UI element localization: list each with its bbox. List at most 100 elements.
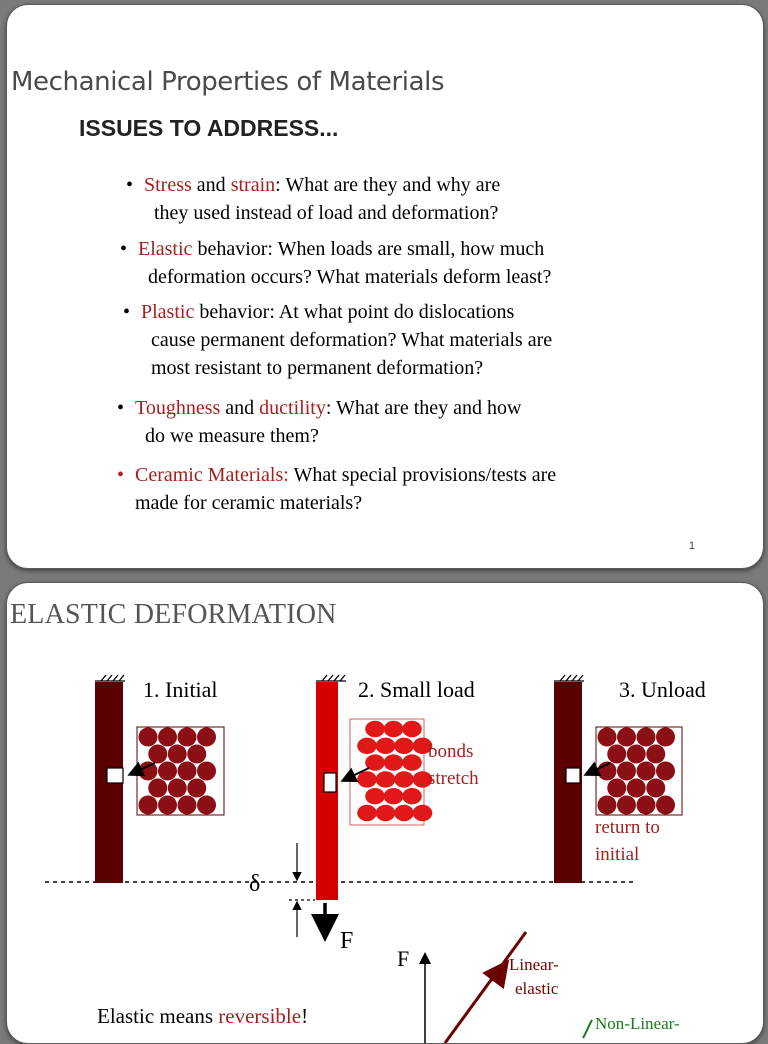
atom xyxy=(138,795,158,815)
atom xyxy=(357,737,377,754)
label-force: F xyxy=(340,928,353,954)
bullet-text-line: deformation occurs? What materials defor… xyxy=(148,266,552,288)
linear-elastic-curve xyxy=(443,931,528,1043)
atom xyxy=(177,761,197,781)
atom xyxy=(148,778,168,798)
stage-label-unload: 3. Unload xyxy=(619,677,706,702)
nonlinear-elastic-curve xyxy=(582,1019,593,1039)
atom xyxy=(383,788,404,805)
atom xyxy=(617,761,636,781)
bullet-text: behavior: When loads are small, how much xyxy=(192,238,545,260)
atom xyxy=(383,720,404,738)
loading-direction-arrow xyxy=(482,959,510,990)
atom xyxy=(357,804,377,822)
zoom-arrow xyxy=(127,761,156,777)
statement-text: Elastic means xyxy=(97,1004,218,1028)
atom xyxy=(402,754,422,771)
atom xyxy=(597,727,617,747)
stage-label-small-load: 2. Small load xyxy=(358,677,475,702)
atom xyxy=(597,795,617,815)
zoom-arrow xyxy=(583,761,611,777)
atom xyxy=(365,754,385,771)
slide-title: ELASTIC DEFORMATION xyxy=(10,599,337,630)
term-stress: Stress xyxy=(144,174,192,196)
statement-elastic-reversible: Elastic means reversible! xyxy=(97,1004,308,1028)
atom xyxy=(607,778,627,798)
atom xyxy=(617,727,636,747)
page-number: 1 xyxy=(688,540,695,552)
bullet-plastic: • Plastic behavior: At what point do disl… xyxy=(123,298,553,382)
atom xyxy=(656,761,675,781)
label-bonds: bonds xyxy=(428,741,473,762)
term-elastic: Elastic xyxy=(138,238,193,260)
bullet-text-line: cause permanent deformation? What materi… xyxy=(151,329,553,351)
atom-lattice-stretched xyxy=(357,720,433,822)
atom xyxy=(375,804,396,822)
atom xyxy=(394,737,414,754)
bullet-text: behavior: At what point do dislocations xyxy=(194,301,515,323)
stage-small-load: 2. Small load bonds stretch δ F xyxy=(249,674,479,954)
bullet-text-line: they used instead of load and deformatio… xyxy=(154,202,499,224)
sample-element-stretched xyxy=(323,772,337,793)
atom xyxy=(383,754,404,771)
bullet-text-line: made for ceramic materials? xyxy=(135,492,363,514)
bullet-text: : What are they and why are xyxy=(275,174,501,196)
atom xyxy=(357,771,377,788)
label-delta: δ xyxy=(249,871,260,897)
atom xyxy=(402,720,422,738)
atom xyxy=(636,727,656,747)
sample-element xyxy=(565,767,581,784)
slide-subtitle: ISSUES TO ADDRESS... xyxy=(79,115,339,141)
stage-initial: 1. Initial xyxy=(95,674,225,883)
force-displacement-graph: F Linear- elastic Non-Linear- xyxy=(397,931,680,1043)
stage-unload: 3. Unload return to initial xyxy=(554,674,706,883)
atom xyxy=(402,788,422,805)
atom xyxy=(375,771,396,788)
atom xyxy=(412,771,433,788)
atom xyxy=(167,744,187,764)
atom xyxy=(197,727,216,747)
atom xyxy=(412,804,433,822)
atom xyxy=(365,720,385,738)
atom xyxy=(394,804,414,822)
atom-lattice-unloaded xyxy=(597,727,675,815)
bullet-elastic: •Elastic behavior: When loads are small,… xyxy=(120,235,552,291)
label-elastic: elastic xyxy=(515,979,559,998)
atom-lattice-initial xyxy=(138,727,216,815)
label-return-to: return to xyxy=(595,817,660,838)
bullet-text: : What are they and how xyxy=(325,397,522,419)
atom xyxy=(158,761,177,781)
atom xyxy=(394,771,414,788)
slide-1: Mechanical Properties of Materials ISSUE… xyxy=(6,4,764,569)
bullet-dot: • xyxy=(126,174,134,196)
slide-title: Mechanical Properties of Materials xyxy=(11,67,445,97)
bullet-text-line: do we measure them? xyxy=(145,425,319,447)
atom xyxy=(375,737,396,754)
label-linear: Linear- xyxy=(509,955,559,974)
term-ceramic: Ceramic Materials: xyxy=(135,464,289,486)
atom xyxy=(158,795,177,815)
atom xyxy=(646,744,666,764)
atom xyxy=(617,795,636,815)
label-initial: initial xyxy=(595,844,639,865)
atom xyxy=(365,788,385,805)
atom xyxy=(656,795,675,815)
atom xyxy=(177,795,197,815)
label-stretch: stretch xyxy=(428,768,479,789)
atom xyxy=(412,737,433,754)
bullet-text-line: most resistant to permanent deformation? xyxy=(151,357,484,379)
bullet-dot: • xyxy=(117,397,125,419)
atom xyxy=(158,727,177,747)
term-strain: strain xyxy=(230,174,276,196)
atom xyxy=(148,744,168,764)
term-reversible: reversible xyxy=(218,1004,301,1028)
bullet-dot: • xyxy=(123,301,131,323)
atom xyxy=(636,761,656,781)
slide-2: ELASTIC DEFORMATION 1. Initial xyxy=(6,582,764,1044)
bullet-stress-strain: •Stress and strain: What are they and wh… xyxy=(126,171,501,227)
fixed-support-hatch xyxy=(95,674,125,682)
sample-element xyxy=(106,767,124,784)
zoom-arrow xyxy=(340,767,370,783)
term-plastic: Plastic xyxy=(141,301,195,323)
bullet-toughness-ductility: •Toughness and ductility: What are they … xyxy=(117,394,522,450)
